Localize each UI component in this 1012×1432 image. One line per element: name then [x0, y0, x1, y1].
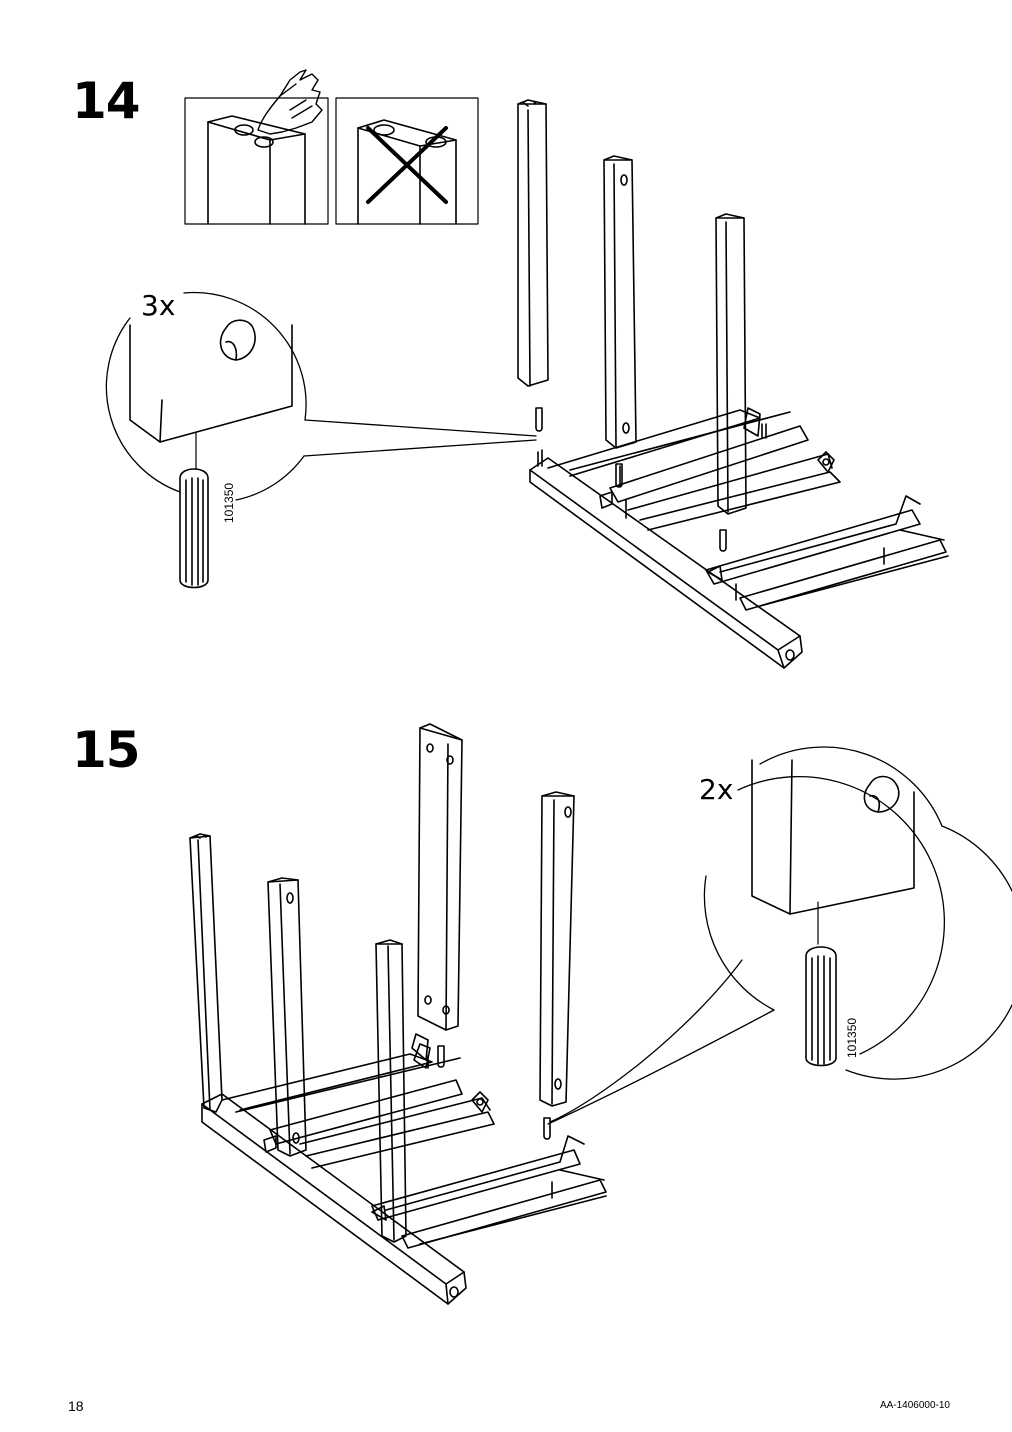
part-number: 101350 [845, 1017, 859, 1058]
detail-panel-incorrect [336, 98, 478, 224]
leg-15-a [190, 834, 222, 1112]
leg-14-c [716, 214, 746, 551]
dowel-icon [180, 469, 208, 588]
detail-panel-correct [185, 70, 328, 224]
dowel-icon [806, 947, 836, 1066]
pointing-hand-icon [258, 70, 322, 134]
step-number: 15 [72, 721, 141, 779]
quantity-label: 2x [699, 773, 734, 806]
zoom-callout-14 [106, 293, 536, 588]
zoom-callout-15 [548, 747, 1012, 1124]
leg-15-d [414, 724, 462, 1068]
part-number: 101350 [222, 482, 236, 523]
frame-step-14 [530, 408, 948, 668]
cross-mark-icon [368, 128, 446, 202]
quantity-label: 3x [141, 289, 176, 322]
leg-15-e [540, 792, 574, 1139]
leg-15-c [376, 940, 406, 1242]
leg-14-a [518, 100, 548, 431]
leg-15-b [268, 878, 306, 1156]
document-code: AA-1406000-10 [879, 1400, 950, 1411]
step-number: 14 [72, 72, 141, 130]
leg-14-b [604, 156, 636, 487]
frame-step-15 [202, 1034, 606, 1304]
page-number: 18 [68, 1398, 84, 1414]
